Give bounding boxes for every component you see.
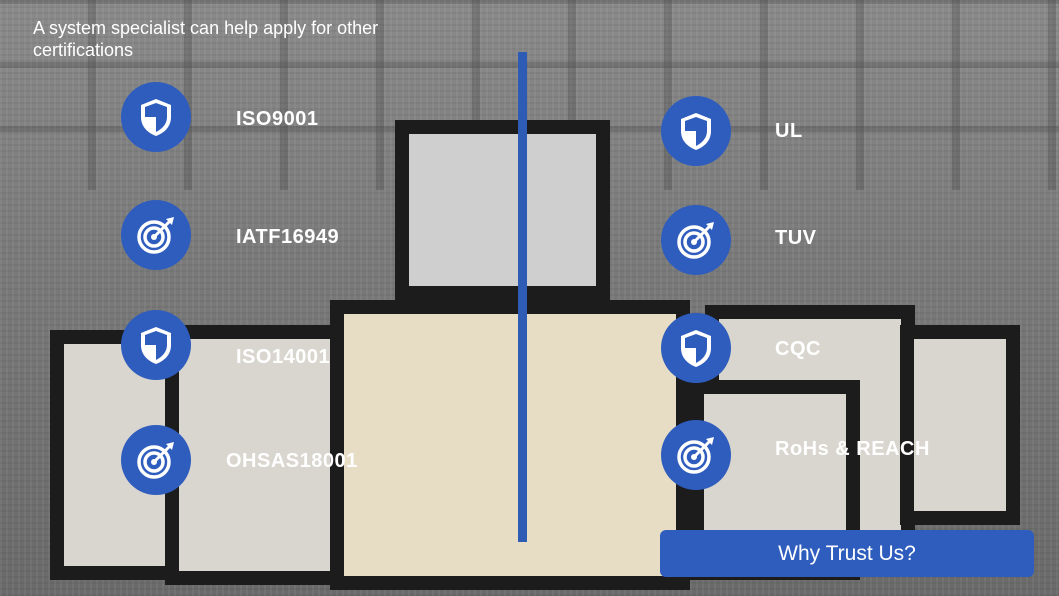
cert-label-ul: UL (775, 120, 803, 142)
cert-label-rohs-reach: RoHs & REACH (775, 438, 930, 460)
shield-icon (661, 313, 731, 383)
cert-label-cqc: CQC (775, 338, 821, 360)
why-trust-us-button[interactable]: Why Trust Us? (660, 530, 1034, 577)
intro-text: A system specialist can help apply for o… (33, 18, 379, 60)
target-icon (121, 425, 191, 495)
target-icon (121, 200, 191, 270)
target-icon (661, 205, 731, 275)
center-divider (518, 52, 527, 542)
shield-icon (121, 82, 191, 152)
cert-label-iso9001: ISO9001 (236, 108, 319, 130)
shield-icon (121, 310, 191, 380)
background-certificate-frame (900, 325, 1020, 525)
cert-label-tuv: TUV (775, 227, 817, 249)
target-icon (661, 420, 731, 490)
cert-label-ohsas18001: OHSAS18001 (226, 450, 358, 472)
shield-icon (661, 96, 731, 166)
background-certificate-frame (330, 300, 690, 590)
cert-label-iso14001: ISO14001 (236, 346, 331, 368)
background-certificate-frame (395, 120, 610, 300)
cert-label-iatf16949: IATF16949 (236, 226, 340, 248)
